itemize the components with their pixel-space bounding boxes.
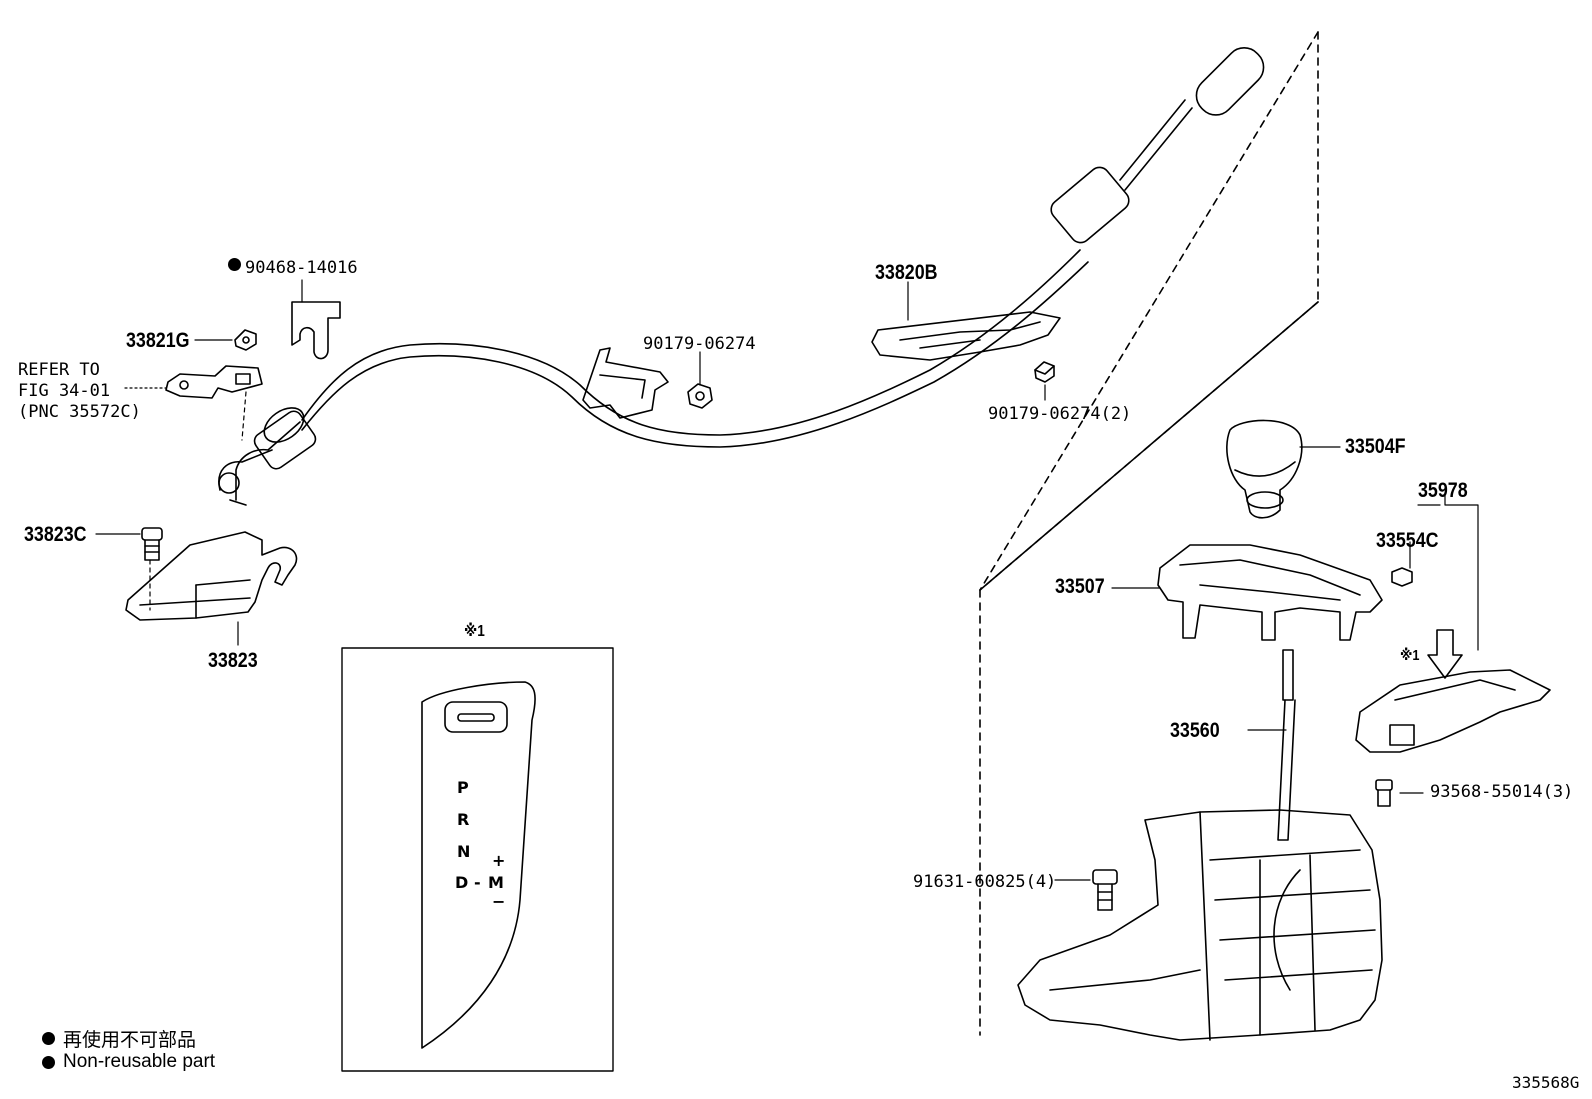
label-note-ref-part: ※1: [1400, 647, 1420, 664]
bracket-33823: [125, 531, 298, 621]
bolt-93568: [1375, 779, 1393, 807]
cable-bracket: [582, 347, 669, 419]
nut-90179a: [687, 383, 713, 409]
gate-r: R: [457, 810, 470, 829]
label-refer-line2: FIG 34-01: [18, 381, 111, 401]
gate-minus: −: [492, 892, 506, 911]
shift-base: [1017, 809, 1383, 1041]
label-91631-60825-4[interactable]: 91631-60825(4): [913, 872, 1057, 892]
shift-cable: [218, 47, 1265, 506]
gate-d: D: [455, 873, 469, 892]
label-35978[interactable]: 35978: [1418, 479, 1468, 502]
clip-33821g: [234, 329, 257, 351]
legend-en: Non-reusable part: [42, 1051, 215, 1073]
legend-jp: 再使用不可部品: [42, 1025, 196, 1052]
bolt-33823c: [141, 527, 163, 561]
nut-90179b: [1034, 361, 1055, 383]
gate-dash: -: [474, 873, 481, 892]
gate-n: N: [457, 842, 471, 861]
label-33560[interactable]: 33560: [1170, 719, 1220, 742]
boundary-diagonal: [979, 301, 1319, 591]
label-refer-line3[interactable]: (PNC 35572C): [18, 402, 141, 422]
label-33823[interactable]: 33823: [208, 649, 258, 672]
legend-en-text: Non-reusable part: [63, 1051, 216, 1072]
clip-90468: [291, 301, 341, 360]
lever-33560: [1277, 649, 1296, 841]
label-refer-line1: REFER TO: [18, 360, 100, 380]
bracket-35572c: [165, 365, 263, 399]
label-33823c[interactable]: 33823C: [24, 523, 87, 546]
clip-33554c: [1391, 567, 1413, 587]
label-90179-06274[interactable]: 90179-06274: [643, 334, 756, 354]
bolt-91631: [1092, 869, 1118, 911]
label-90468-14016[interactable]: 90468-14016: [245, 258, 358, 278]
label-90179-06274-2[interactable]: 90179-06274(2): [988, 404, 1132, 424]
housing-33507: [1157, 544, 1383, 641]
gate-p: P: [457, 778, 469, 797]
gate-plus: +: [492, 851, 506, 870]
label-33820b[interactable]: 33820B: [875, 261, 938, 284]
label-93568-55014-3[interactable]: 93568-55014(3): [1430, 782, 1574, 802]
label-33554c[interactable]: 33554C: [1376, 529, 1439, 552]
gate-m: M: [488, 873, 504, 892]
indicator-35978: [1355, 669, 1551, 753]
non-reusable-dot-icon: [42, 1055, 55, 1069]
label-33821g[interactable]: 33821G: [126, 329, 190, 352]
knob-33504f: [1226, 419, 1303, 519]
leader-lines: [95, 279, 1479, 881]
label-33507[interactable]: 33507: [1055, 575, 1105, 598]
bracket-33820b: [871, 311, 1061, 361]
install-arrow: [1427, 629, 1463, 679]
label-note-ref-inset: ※1: [464, 623, 485, 640]
legend-jp-text: 再使用不可部品: [63, 1030, 197, 1051]
non-reusable-dot-icon: [228, 258, 241, 271]
non-reusable-dot-icon: [42, 1032, 55, 1045]
label-33504f[interactable]: 33504F: [1345, 435, 1406, 458]
figure-id: 335568G: [1512, 1073, 1580, 1092]
non-reusable-marker-90468: [228, 258, 241, 271]
shift-gate-inset: [341, 647, 614, 1072]
